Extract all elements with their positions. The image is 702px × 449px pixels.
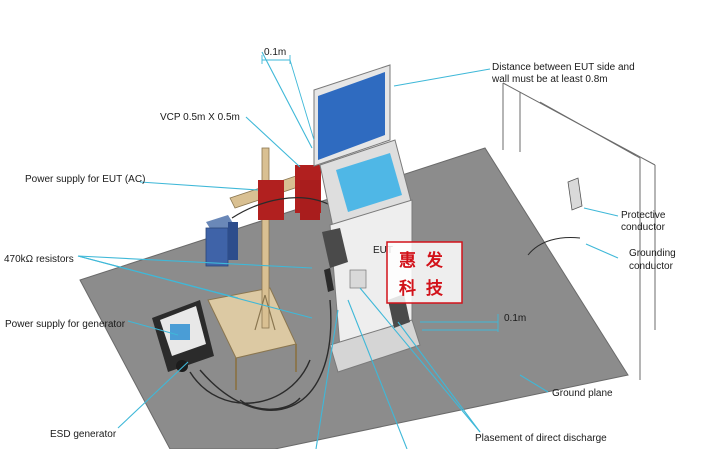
label-gap-right: 0.1m (504, 313, 526, 324)
kiosk-lower-screen (336, 153, 402, 212)
watermark-stamp: 惠 发 科 技 (386, 241, 463, 304)
label-power-gen: Power supply for generator (5, 319, 126, 330)
label-gap-top: 0.1m (264, 47, 286, 58)
kiosk-upper-screen (318, 72, 385, 160)
label-power-eut: Power supply for EUT (AC) (25, 174, 145, 185)
watermark-line1: 惠 发 (399, 250, 445, 271)
vcp-stand (229, 147, 321, 331)
label-protective-line2: conductor (621, 222, 666, 233)
label-esd-generator: ESD generator (50, 429, 117, 440)
leader-lines (77, 51, 619, 449)
label-vcp: VCP 0.5m X 0.5m (160, 112, 240, 123)
protective-conductor-box (567, 177, 583, 211)
label-grounding-line1: Grounding (629, 248, 676, 259)
label-direct-discharge: Plasement of direct discharge (475, 433, 607, 444)
label-protective-line1: Protective (621, 210, 666, 221)
label-distance-line2: wall must be at least 0.8m (491, 74, 608, 85)
eut-power-supply (205, 215, 238, 267)
esd-gun-left (322, 228, 348, 292)
room-wall-outline (502, 82, 656, 380)
watermark-line2: 科 技 (399, 278, 445, 299)
esd-generator (152, 300, 214, 372)
generator-cables (189, 299, 332, 411)
label-eut: EUT (373, 245, 393, 256)
label-resistors: 470kΩ resistors (4, 254, 74, 265)
eut-power-cable (231, 197, 331, 219)
grounding-cable (527, 237, 581, 256)
label-distance-line1: Distance between EUT side and (492, 62, 635, 73)
label-grounding-line2: conductor (629, 261, 674, 272)
label-ground-plane: Ground plane (552, 388, 613, 399)
wooden-table (207, 287, 297, 390)
